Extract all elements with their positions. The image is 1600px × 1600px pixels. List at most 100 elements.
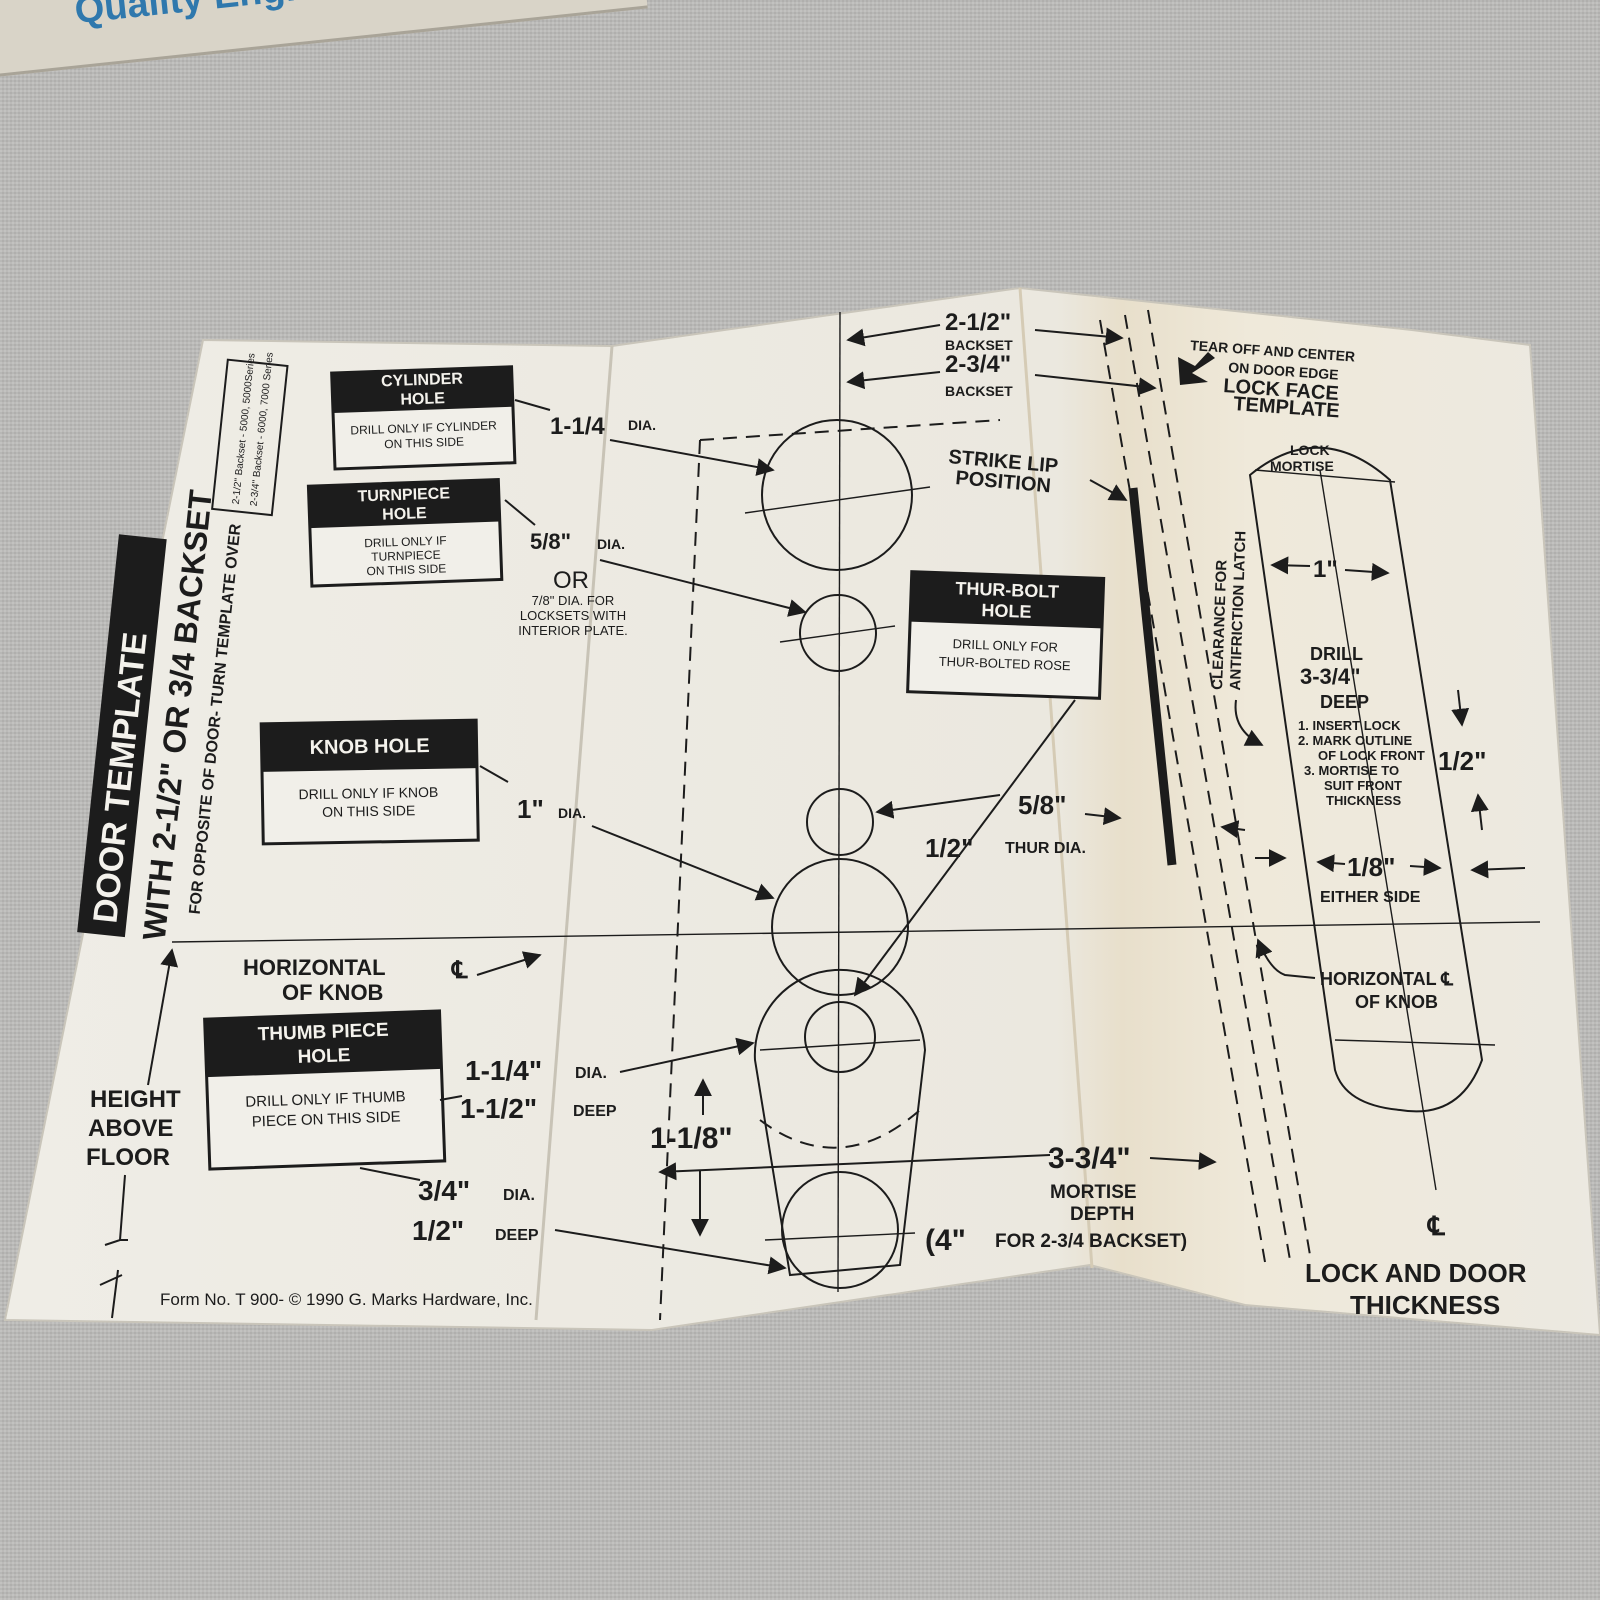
series-box [211,358,289,517]
thumb-title-1: THUMB PIECE [257,1020,389,1046]
tear-line-2: ON DOOR EDGE [1228,359,1339,383]
turnpiece-unit: DIA. [597,536,625,552]
thurbolt-title-2: HOLE [981,600,1032,622]
turnpiece-title-1: TURNPIECE [357,485,450,505]
cylinder-note-1: DRILL ONLY IF CYLINDER [350,418,497,437]
height-arrow [147,948,179,1086]
thumb-unit-d: DEEP [495,1227,539,1244]
dim-1-1-8: 1-1/8" [650,1122,733,1155]
thumb-unit-c: DIA. [503,1187,535,1204]
thumb-arrow-a [619,1037,755,1073]
lock-mortise-2: MORTISE [1270,458,1334,474]
turnpiece-arrow [599,559,807,617]
eighth-outer-left [1220,820,1246,839]
thumb-note-1: DRILL ONLY IF THUMB [245,1088,406,1111]
backset-arrow-a-right [1034,327,1124,346]
cylinder-arrow [609,439,775,476]
turnpiece-note-3: ON THIS SIDE [366,561,446,578]
thickness-1: LOCK AND DOOR [1305,1258,1527,1288]
form-number-footer: Form No. T 900- © 1990 G. Marks Hardware… [160,1290,533,1309]
half-inch: 1/2" [1438,746,1486,776]
mortise-4-inch: (4" [925,1224,966,1257]
thurbolt-note-2: THUR-BOLTED ROSE [938,654,1071,674]
drill-2: 3-3/4" [1300,664,1361,689]
thumb-size-c: 3/4" [418,1175,470,1206]
thurbolt-arrow-a [875,794,1001,819]
lock-mortise-outline [1248,446,1496,1191]
knob-note-2: ON THIS SIDE [322,802,415,820]
backset-word-1: BACKSET [945,337,1013,353]
of-knob-right: OF KNOB [1355,992,1438,1012]
turnpiece-alt-1: 7/8" DIA. FOR [532,593,615,608]
width-1-inch: 1" [1313,556,1338,583]
horizontal-label-left: HORIZONTAL [243,955,386,980]
door-outline-dashed [659,309,1311,1321]
strike-lip-arrow [1089,479,1128,501]
clearance-line-1: CLEARANCE FOR [1209,559,1231,690]
turnpiece-alt-2: LOCKSETS WITH [520,608,626,623]
thumb-size-a: 1-1/4" [465,1055,542,1086]
horizontal-arrow-left [476,951,542,976]
height-label-3: FLOOR [86,1144,170,1171]
knob-title: KNOB HOLE [309,735,429,759]
lock-mortise-1: LOCK [1290,442,1330,458]
backset-2-3-4: 2-3/4" [945,351,1011,378]
thickness-2: THICKNESS [1350,1290,1500,1320]
thurbolt-dim-arrow [1084,807,1122,826]
turnpiece-note-2: TURNPIECE [371,548,441,564]
turnpiece-note-1: DRILL ONLY IF [364,533,447,550]
cylinder-hole-box: CYLINDER HOLE DRILL ONLY IF CYLINDER ON … [330,365,517,471]
thurbolt-arrow-b [853,699,1076,997]
thurbolt-title-1: THUR-BOLT [955,578,1059,602]
half-arrow-down [1451,689,1470,727]
step-4: 3. MORTISE TO [1304,763,1399,778]
of-knob-left: OF KNOB [282,980,383,1005]
turnpiece-size: 5/8" [530,529,571,554]
thumb-size-b: 1-1/2" [460,1093,537,1124]
cylinder-leader [514,399,551,411]
width-arrow-left [1270,556,1311,575]
thurbolt-unit-b: THUR DIA. [1005,840,1086,857]
thumb-leader [359,1167,421,1181]
title-banner [77,534,167,938]
width-arrow-right [1344,562,1390,581]
fold-right [1018,287,1094,1269]
cylinder-size: 1-1/4 [550,413,605,440]
cl-symbol-right: ℄ [1427,1211,1446,1241]
cylinder-title-1: CYLINDER [381,370,464,390]
knob-note-1: DRILL ONLY IF KNOB [298,784,438,802]
either-side: EITHER SIDE [1320,889,1421,906]
turnpiece-hole-circle [779,594,896,672]
thumb-size-d: 1/2" [412,1215,464,1246]
cylinder-hole-circle [744,419,931,571]
turnpiece-hole-box: TURNPIECE HOLE DRILL ONLY IF TURNPIECE O… [306,477,504,588]
thumb-unit-b: DEEP [573,1103,617,1120]
tear-off-arrow-icon [1178,352,1215,385]
turnpiece-or: OR [553,567,589,594]
knob-unit: DIA. [558,805,586,821]
drill-1: DRILL [1310,644,1363,664]
thurbolt-size-b: 1/2" [925,833,973,863]
clearance-line-2: ANTIFRICTION LATCH [1227,531,1250,691]
eighth-outer-right [1470,860,1526,879]
strike-lip-bar [1128,487,1177,866]
drill-3: DEEP [1320,692,1369,712]
eighth-arrow-left [1316,854,1346,873]
height-break-mark [99,1174,128,1319]
clearance-arrow [1234,699,1264,746]
backset-arrow-b-left [846,371,941,390]
backset-2-1-2: 2-1/2" [945,309,1011,336]
turnpiece-title-2: HOLE [382,505,427,524]
height-label-1: HEIGHT [90,1086,181,1113]
horizontal-label-right: HORIZONTAL ℄ [1320,969,1453,989]
backset-arrow-a-left [846,324,941,347]
step-1: 1. INSERT LOCK [1298,718,1401,733]
mortise-depth-dim: 3-3/4" [1048,1142,1131,1175]
eighth-arrow-right [1409,857,1442,876]
knob-hole-circle [771,858,909,996]
thurbolt-hole-box: THUR-BOLT HOLE DRILL ONLY FOR THUR-BOLTE… [906,570,1106,700]
backset-arrow-b-right [1034,374,1157,396]
step-5: SUIT FRONT [1324,778,1402,793]
mortise-label-1: MORTISE [1050,1182,1137,1203]
